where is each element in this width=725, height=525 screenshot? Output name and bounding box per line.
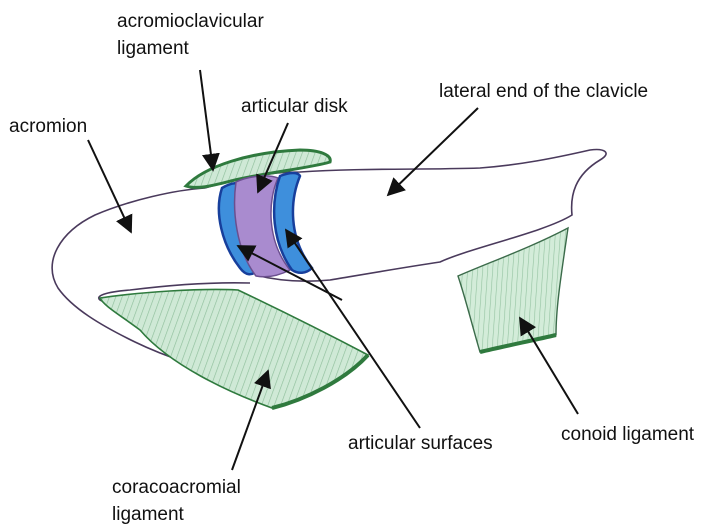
label-articular-surfaces: articular surfaces xyxy=(348,430,493,457)
label-lateral-end-clavicle: lateral end of the clavicle xyxy=(439,78,648,105)
label-coracoacromial-ligament: coracoacromial ligament xyxy=(112,474,241,525)
coracoacromial-ligament-shape xyxy=(100,289,368,408)
label-acromioclavicular-ligament: acromioclavicular ligament xyxy=(117,8,264,62)
label-conoid-ligament: conoid ligament xyxy=(561,421,694,448)
arrow-acromion xyxy=(88,140,131,232)
label-acromion: acromion xyxy=(9,113,87,140)
arrow-lateral-end-clavicle xyxy=(388,108,478,195)
conoid-ligament-shape xyxy=(458,228,568,352)
arrow-acromioclavicular-ligament xyxy=(200,70,213,170)
label-articular-disk: articular disk xyxy=(241,93,348,120)
